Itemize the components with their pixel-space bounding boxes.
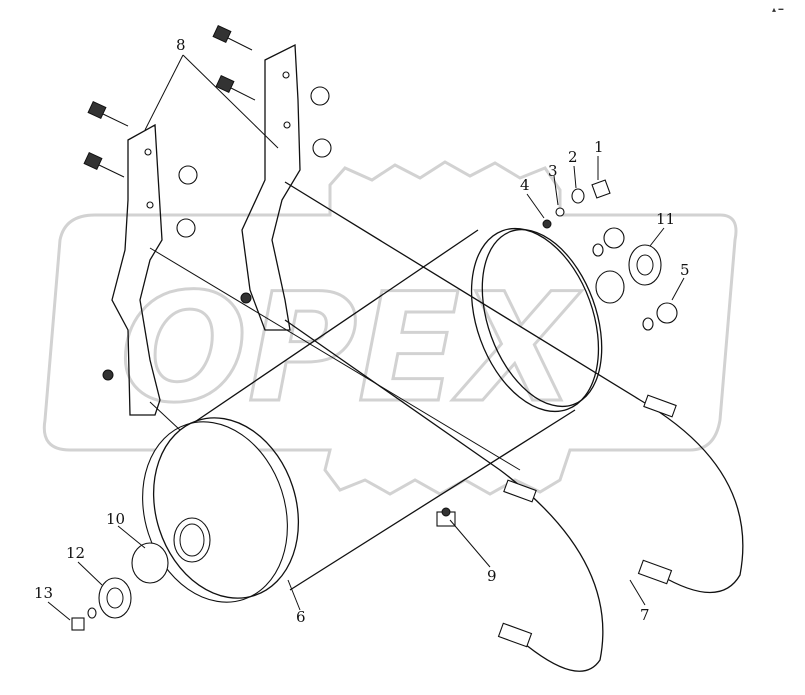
bracket-hole	[282, 71, 290, 79]
callout-5: 5	[680, 261, 690, 279]
o-ring-large	[595, 270, 625, 304]
watermark-text: OPEX	[120, 262, 582, 436]
tank-straps	[149, 181, 744, 672]
tank-top-edge	[179, 229, 479, 433]
washer	[87, 607, 97, 619]
fittings-right	[542, 179, 678, 331]
callout-4: 4	[520, 176, 530, 194]
valve-11	[628, 244, 662, 286]
tank-port	[173, 517, 211, 563]
tank-left-end	[142, 421, 288, 603]
callout-10: 10	[106, 510, 125, 528]
watermark-gear	[42, 160, 738, 496]
bracket-right	[241, 43, 301, 331]
callout-11: 11	[656, 210, 675, 228]
strap-end	[637, 559, 673, 585]
strap-line	[149, 401, 181, 431]
mounting-brackets	[111, 43, 301, 416]
strap-right	[284, 181, 744, 594]
washer-2	[571, 188, 585, 204]
fittings-left	[71, 542, 169, 631]
tank-bottom-edge	[289, 409, 576, 591]
bolt	[83, 151, 125, 178]
bracket-hole	[144, 148, 152, 156]
bolt	[212, 24, 253, 51]
o-ring-10	[131, 542, 169, 584]
callout-13: 13	[34, 584, 53, 602]
watermark: OPEX	[42, 160, 738, 496]
leader-lines	[47, 54, 685, 621]
strap-left	[284, 319, 604, 672]
callout-2: 2	[568, 148, 578, 166]
nut	[178, 165, 198, 185]
tank-left-end-rim	[152, 417, 300, 599]
ring-3	[555, 207, 565, 217]
valve-11-inner	[636, 254, 654, 276]
strap-line	[149, 247, 521, 471]
bolt	[87, 100, 129, 127]
plug-5	[656, 302, 678, 324]
fitting	[603, 227, 625, 249]
strap-end	[503, 479, 537, 503]
callout-8: 8	[176, 36, 186, 54]
nut	[312, 138, 332, 158]
callout-7: 7	[640, 606, 650, 624]
drain-valve-top	[441, 507, 451, 517]
plug-13	[71, 617, 85, 631]
callout-9: 9	[487, 567, 497, 585]
tank-right-end	[470, 227, 600, 413]
o-ring	[592, 243, 604, 257]
valve-12-inner	[106, 587, 124, 609]
corner-mark: ▴ ━	[772, 5, 784, 14]
valve-12	[98, 577, 132, 619]
bracket-hole	[146, 201, 154, 209]
tank-port-inner	[179, 523, 205, 557]
o-ring	[642, 317, 654, 331]
callout-1: 1	[594, 138, 604, 156]
fasteners	[83, 24, 332, 381]
nut	[176, 218, 196, 238]
callout-6: 6	[296, 608, 306, 626]
drain-valve	[436, 507, 456, 527]
callout-12: 12	[66, 544, 85, 562]
bolt	[215, 74, 256, 101]
plug-1	[591, 179, 611, 199]
washer-4	[542, 219, 552, 229]
bracket-left	[111, 123, 163, 416]
nut	[310, 86, 330, 106]
callout-3: 3	[548, 162, 558, 180]
strap-end	[497, 622, 533, 648]
bracket-hole	[283, 121, 291, 129]
strap-end	[643, 394, 677, 418]
nut	[102, 369, 114, 381]
callout-labels: 8 1 2 3 4 11 5 6 7 9 10 12 13	[34, 36, 690, 626]
tank-right-end-rim	[481, 228, 603, 408]
nut	[240, 292, 252, 304]
air-tank	[142, 227, 603, 603]
